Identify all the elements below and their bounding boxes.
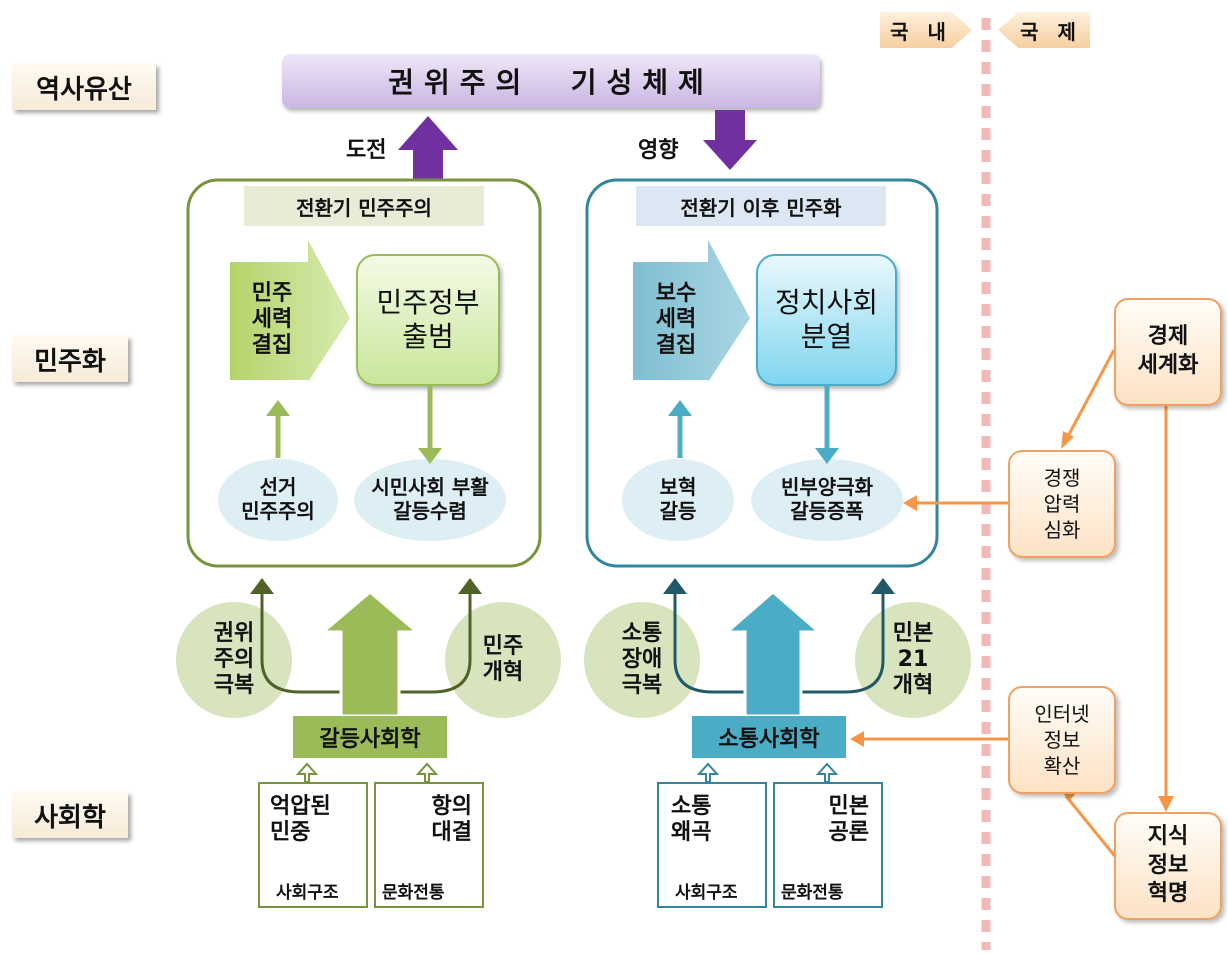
- right-ellipse-right-shape: [751, 459, 903, 541]
- lower-left-circle-right-shape: [445, 602, 561, 718]
- lower-right-source-1: 소통 왜곡 사회구조: [657, 782, 767, 908]
- left-chevron-label: 민주 세력 결집: [251, 281, 293, 358]
- lower-left-circle-left-label: 권위 주의 극복: [213, 621, 255, 698]
- lower-left-source-2: 항의 대결 문화전통: [374, 782, 484, 908]
- row-label-sociology: 사회학: [12, 792, 128, 838]
- source-main: 민본 공론: [828, 794, 869, 845]
- lower-right-bar-label: 소통사회학: [718, 727, 820, 752]
- lower-right-source-2: 민본 공론 문화전통: [773, 782, 883, 908]
- left-box-label: 민주정부 출범: [376, 286, 480, 353]
- domestic-tab-label: 국 내: [890, 19, 952, 44]
- lower-right-circle-right-label: 민본 21 개혁: [892, 621, 934, 698]
- info-revolution-box: 지식 정보 혁명: [1114, 812, 1222, 920]
- left-panel-title: 전환기 민주주의: [244, 186, 484, 226]
- right-ellipse-right-label: 빈부양극화 갈등증폭: [781, 475, 873, 523]
- internet-box: 인터넷 정보 확산: [1008, 686, 1116, 794]
- top-bar-shape: [282, 54, 820, 108]
- lower-left-source-1: 억압된 민중 사회구조: [258, 782, 368, 908]
- right-up-arrow: [668, 400, 692, 458]
- lower-left-circle-right-label: 민주 개혁: [482, 634, 524, 685]
- row-label-democratization: 민주화: [12, 336, 128, 382]
- left-ellipse-left-label: 선거 민주주의: [241, 475, 315, 523]
- lower-left-big-arrow: [318, 590, 422, 718]
- source-sub: 문화전통: [382, 883, 445, 903]
- left-ellipse-right-shape: [354, 459, 506, 541]
- lower-right-circle-left-label: 소통 장애 극복: [621, 621, 663, 698]
- influence-label: 영향: [638, 138, 679, 163]
- top-bar-label: 권위주의 기성체제: [388, 66, 714, 99]
- revolution-to-internet: [1064, 795, 1120, 861]
- domestic-tab: 국 내: [880, 12, 972, 48]
- left-box-shape: [356, 254, 500, 386]
- source-sub: 사회구조: [675, 883, 738, 903]
- row-label-history: 역사유산: [12, 64, 156, 110]
- left-ellipse-right-label: 시민사회 부활 갈등수렴: [371, 475, 489, 523]
- small-arrow-rl: [696, 762, 720, 783]
- source-main: 항의 대결: [431, 794, 472, 845]
- challenge-label: 도전: [346, 138, 387, 163]
- row-label-democratization-text: 민주화: [34, 346, 106, 377]
- right-ellipse-left-shape: [622, 459, 734, 541]
- right-panel-title-text: 전환기 이후 민주화: [680, 195, 842, 220]
- influence-arrow-down: [703, 110, 757, 170]
- competition-box: 경쟁 압력 심화: [1008, 450, 1116, 558]
- left-ellipse-left-shape: [218, 459, 338, 541]
- top-bar: 권위주의 기성체제: [282, 54, 820, 108]
- source-sub: 문화전통: [781, 883, 844, 903]
- globalization-box: 경제 세계화: [1114, 298, 1222, 406]
- right-chevron-shape: [633, 240, 750, 382]
- source-main: 소통 왜곡: [671, 794, 712, 845]
- lower-right-bar: 소통사회학: [692, 716, 846, 758]
- left-down-arrow: [418, 386, 442, 464]
- row-label-history-text: 역사유산: [36, 74, 132, 105]
- left-up-arrow: [266, 400, 290, 458]
- small-arrow-lr: [415, 762, 439, 783]
- lower-right-big-arrow: [722, 590, 824, 718]
- right-panel-title: 전환기 이후 민주화: [636, 186, 886, 226]
- lower-left-bar: 갈등사회학: [293, 716, 447, 758]
- left-chevron-shape: [230, 240, 350, 382]
- international-tab-label: 국 제: [1020, 19, 1082, 44]
- right-ellipse-left-label: 보혁 갈등: [659, 475, 697, 523]
- international-tab: 국 제: [998, 12, 1090, 48]
- small-arrow-rr: [815, 762, 839, 783]
- right-box-shape: [756, 254, 897, 386]
- challenge-arrow-up: [398, 116, 458, 180]
- left-panel-title-text: 전환기 민주주의: [296, 195, 432, 220]
- row-label-sociology-text: 사회학: [34, 802, 106, 833]
- right-down-arrow: [815, 386, 839, 464]
- globalization-to-competition: [1064, 349, 1116, 441]
- right-box-label: 정치사회 분열: [774, 286, 879, 353]
- lower-right-circle-left-shape: [584, 602, 700, 718]
- small-arrow-ll: [295, 762, 319, 783]
- source-main: 억압된 민중: [270, 794, 331, 845]
- right-chevron-label: 보수 세력 결집: [655, 281, 697, 358]
- lower-left-bar-label: 갈등사회학: [319, 727, 421, 752]
- source-sub: 사회구조: [276, 883, 339, 903]
